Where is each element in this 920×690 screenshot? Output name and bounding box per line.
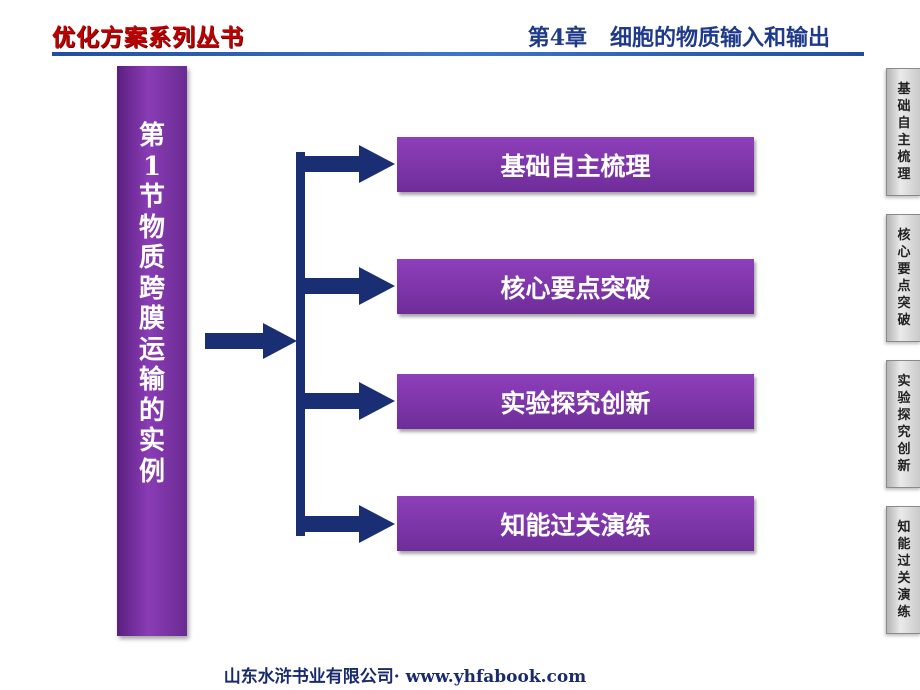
section-title-char: 膜 — [138, 304, 165, 334]
side-tab-char: 要 — [897, 262, 911, 277]
side-tab-char: 过 — [897, 554, 911, 569]
side-tab-char: 梳 — [897, 150, 911, 165]
side-tab-char: 自 — [897, 116, 911, 131]
side-tab-char: 验 — [897, 391, 911, 406]
side-tab-char: 点 — [897, 279, 911, 294]
side-tab-char: 创 — [897, 442, 911, 457]
section-title-char: 1 — [142, 151, 162, 182]
header-divider — [52, 52, 864, 56]
footer-publisher: 山东水浒书业有限公司· www.yhfabook.com — [223, 667, 587, 687]
main-arrow-icon — [205, 323, 297, 359]
branch-arrow-icon — [303, 505, 395, 543]
series-title: 优化方案系列丛书 — [52, 24, 244, 51]
side-tab-char: 关 — [897, 571, 911, 586]
section-title-char: 第 — [138, 121, 165, 151]
section-title-char: 输 — [138, 365, 165, 395]
side-tab-char: 核 — [897, 228, 911, 243]
side-tab-char: 心 — [897, 245, 911, 260]
side-tab-char: 探 — [897, 408, 911, 423]
side-tab-char: 究 — [897, 425, 911, 440]
menu-item-experiment[interactable]: 实验探究创新 — [397, 374, 754, 429]
side-tab-char: 破 — [897, 313, 911, 328]
side-tab-char: 基 — [897, 82, 911, 97]
side-tab-char: 练 — [897, 605, 911, 620]
side-tab-char: 实 — [897, 374, 911, 389]
section-title-char: 的 — [138, 395, 165, 426]
branch-arrow-icon — [303, 145, 395, 183]
section-title-char: 例 — [138, 456, 165, 487]
side-tab-char: 演 — [897, 588, 911, 603]
section-title-char: 跨 — [138, 273, 165, 304]
side-tab-char: 理 — [897, 167, 911, 182]
side-tab-practice[interactable]: 知能过关演练 — [886, 506, 920, 634]
bracket-bar — [296, 152, 305, 536]
section-title-char: 实 — [138, 426, 165, 456]
branch-arrow-icon — [303, 382, 395, 420]
menu-item-practice[interactable]: 知能过关演练 — [397, 496, 754, 551]
side-tab-char: 础 — [897, 99, 911, 114]
side-tab-basic-review[interactable]: 基础自主梳理 — [886, 68, 920, 196]
side-tab-char: 新 — [897, 459, 911, 474]
side-tab-char: 能 — [897, 537, 911, 552]
side-tab-experiment[interactable]: 实验探究创新 — [886, 360, 920, 488]
section-title-char: 质 — [138, 243, 165, 273]
menu-item-key-points[interactable]: 核心要点突破 — [397, 259, 754, 314]
chapter-title: 第4章 细胞的物质输入和输出 — [527, 25, 830, 51]
side-tab-char: 突 — [897, 296, 911, 311]
branch-arrow-icon — [303, 267, 395, 305]
menu-item-basic-review[interactable]: 基础自主梳理 — [397, 137, 754, 192]
side-tab-char: 主 — [897, 133, 911, 148]
side-tab-char: 知 — [897, 520, 911, 535]
section-title-char: 运 — [138, 334, 165, 365]
section-title-char: 物 — [138, 212, 165, 243]
section-title-char: 节 — [138, 182, 165, 212]
side-tab-key-points[interactable]: 核心要点突破 — [886, 214, 920, 342]
